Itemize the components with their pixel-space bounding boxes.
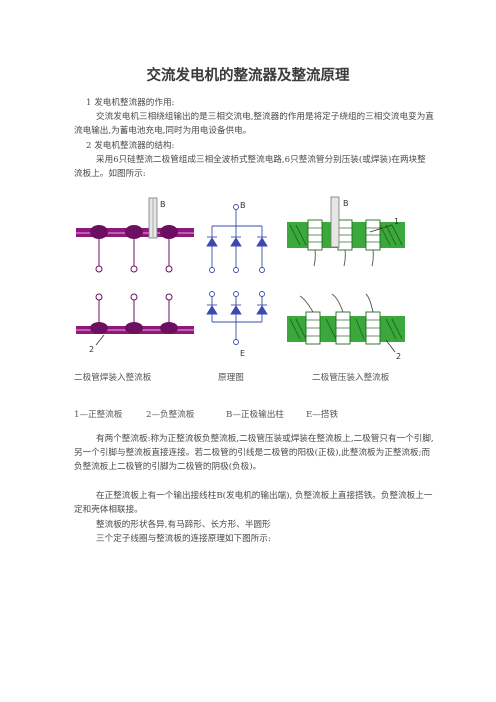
label-b-schematic: B [240, 201, 246, 210]
legend-item-e: E—搭铁 [306, 410, 339, 420]
label-e-schematic: E [240, 349, 245, 358]
caption-schematic: 原理图 [218, 373, 244, 383]
welded-rectifier-drawing: B 2 [76, 197, 194, 354]
label-1-right: 1 [394, 217, 399, 226]
caption-welded: 二极管焊装入整流板 [74, 373, 152, 383]
section-2-body: 采用6只硅整流二极管组成三相全波桥式整流电路,6只整流管分别压装(或焊装)在两块… [74, 155, 426, 180]
caption-pressed: 二极管压装入整流板 [312, 373, 390, 383]
paragraph-3: 整流板的形状各异,有马蹄形、长方形、半圆形 [96, 520, 271, 530]
pressed-rectifier-drawing: B 1 2 [287, 196, 405, 361]
legend-item-b: B—正极输出柱 [226, 410, 284, 420]
legend-item-1: 1—正整流板 [74, 410, 123, 420]
label-2-left: 2 [89, 345, 94, 354]
rectifier-figure: B 2 B [76, 196, 405, 361]
legend-item-2: 2—负整流板 [146, 410, 195, 420]
label-2-right: 2 [396, 352, 401, 361]
section-2-heading: 2 发电机整流器的结构: [86, 141, 175, 151]
label-b-right: B [343, 199, 349, 208]
paragraph-4: 三个定子线圈与整流板的连接原理如下图所示: [96, 534, 271, 544]
paragraph-1: 有两个整流板:称为正整流板负整流板,二极管压装或焊装在整流板上,二极管只有一个引… [74, 434, 434, 473]
paragraph-2: 在正整流板上有一个输出接线柱B(发电机的输出端), 负整流板上直接搭铁。负整流板… [74, 491, 433, 516]
schematic-drawing: B E [206, 201, 268, 358]
section-1-body: 交流发电机三相绕组输出的是三相交流电,整流器的作用是将定子绕组的三相交流电变为直… [74, 112, 434, 137]
section-1-heading: 1 发电机整流器的作用: [86, 98, 175, 108]
label-b-left: B [160, 200, 166, 209]
page-title: 交流发电机的整流器及整流原理 [146, 68, 350, 84]
